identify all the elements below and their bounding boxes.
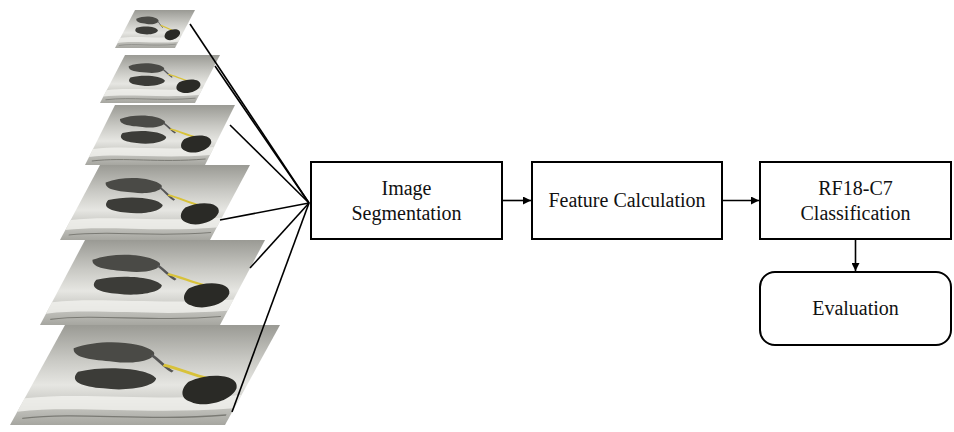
- photo-5: [40, 240, 265, 325]
- process-box: RF18-C7 Classification: [759, 161, 952, 240]
- node-label: Feature Calculation: [534, 188, 719, 212]
- photo-4: [60, 165, 250, 240]
- flow-arrow: [723, 200, 759, 202]
- fan-in-lines: [190, 24, 309, 412]
- photo-6: [10, 325, 280, 425]
- node-label: Evaluation: [798, 296, 913, 320]
- photo-3: [85, 105, 235, 165]
- flow-arrow: [855, 240, 857, 271]
- photo-1: [115, 10, 195, 48]
- node-label: Image Segmentation: [312, 176, 501, 225]
- process-box: Image Segmentation: [310, 161, 503, 240]
- node-label: RF18-C7 Classification: [761, 176, 950, 225]
- process-box: Feature Calculation: [531, 161, 723, 240]
- photo-2: [100, 55, 220, 103]
- terminal-box: Evaluation: [759, 271, 952, 346]
- flow-arrow: [503, 200, 531, 202]
